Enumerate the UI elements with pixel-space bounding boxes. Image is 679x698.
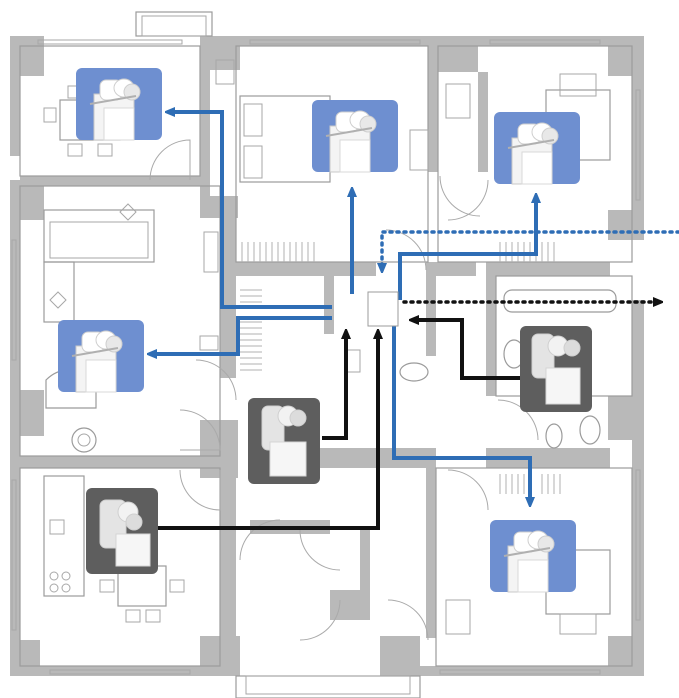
floor-plan-linework bbox=[11, 11, 641, 698]
supply-valve-bedroom-1 bbox=[312, 100, 398, 173]
supply-duct-to-bedroom-3 bbox=[392, 318, 530, 504]
extract-duct-from-kitchen bbox=[156, 332, 378, 530]
extract-duct-from-wc bbox=[322, 332, 346, 440]
floor-plan-walls bbox=[10, 36, 644, 676]
supply-valve-dining bbox=[76, 68, 162, 141]
extract-valve-wc bbox=[248, 398, 320, 484]
extract-valve-kitchen bbox=[86, 488, 158, 574]
supply-duct-to-living bbox=[150, 316, 332, 354]
supply-valve-bedroom-2 bbox=[494, 112, 580, 185]
supply-duct-to-bedroom-2 bbox=[398, 196, 536, 300]
extract-valve-bathroom bbox=[520, 326, 592, 412]
recuperator-unit bbox=[367, 291, 399, 327]
extract-duct-from-bathroom bbox=[412, 320, 520, 380]
supply-duct-routes bbox=[150, 112, 679, 504]
extract-duct-routes bbox=[156, 302, 660, 530]
fresh-air-intake-line bbox=[382, 230, 679, 270]
supply-duct-to-dining bbox=[168, 112, 332, 309]
supply-valve-living bbox=[58, 320, 144, 393]
supply-valve-bedroom-3 bbox=[490, 520, 576, 593]
